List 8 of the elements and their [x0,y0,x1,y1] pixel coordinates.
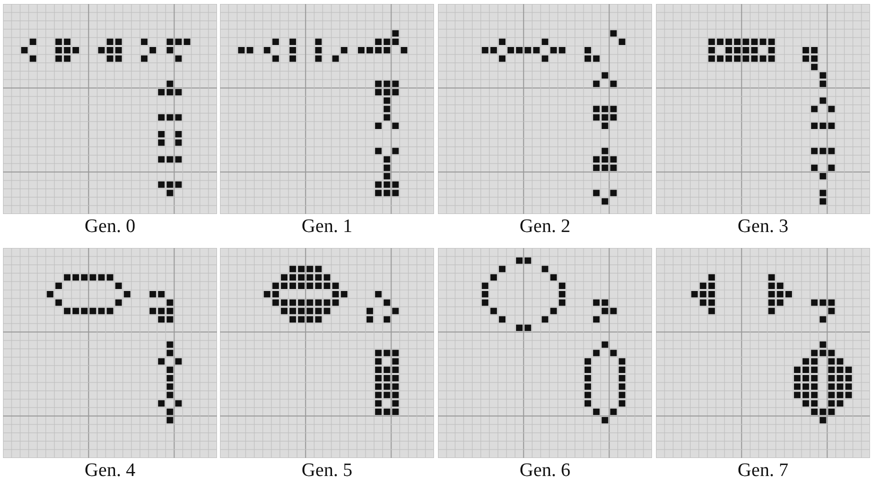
generation-label: Gen. 3 [736,215,790,239]
generation-label: Gen. 4 [84,459,136,483]
generation-label: Gen. 5 [300,459,354,483]
generation-label: Gen. 0 [84,215,136,239]
generation-label: Gen. 1 [300,215,354,239]
generation-label: Gen. 7 [736,459,790,483]
generation-label: Gen. 2 [518,215,572,239]
generation-label: Gen. 6 [518,459,572,483]
